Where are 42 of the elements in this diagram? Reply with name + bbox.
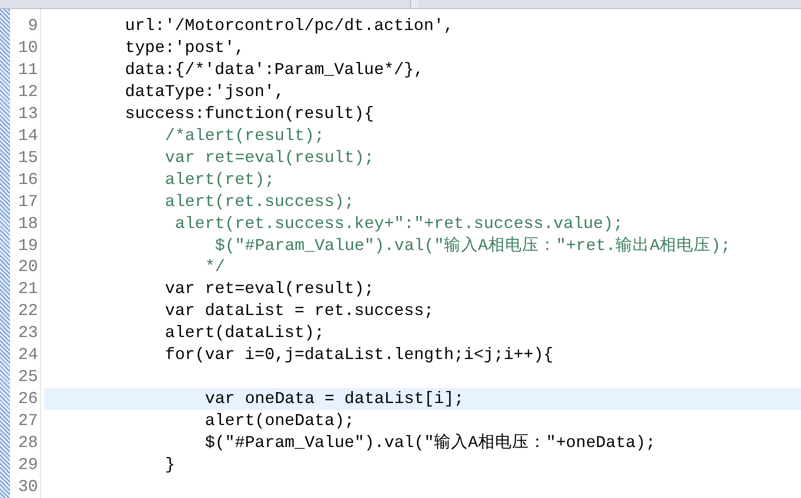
line-number: 11 — [17, 58, 38, 81]
code-line: data:{/*'data':Param_Value*/}, — [125, 58, 424, 81]
line-number: 28 — [17, 432, 38, 454]
code-line: dataType:'json', — [125, 80, 284, 103]
line-number: 14 — [17, 124, 38, 147]
line-number: 25 — [17, 366, 38, 388]
code-line: type:'post', — [125, 36, 244, 59]
line-number: 23 — [17, 322, 38, 344]
line-number: 29 — [17, 454, 38, 476]
line-number: 19 — [17, 234, 38, 256]
code-line: /*alert(result); — [165, 124, 324, 147]
code-line: alert(oneData); — [205, 410, 354, 432]
line-number: 9 — [27, 15, 38, 37]
line-number: 16 — [17, 168, 38, 191]
line-number: 15 — [17, 146, 38, 169]
line-number: 18 — [17, 212, 38, 235]
code-line: var dataList = ret.success; — [165, 300, 434, 322]
line-number: 27 — [17, 410, 38, 432]
line-number: 24 — [17, 344, 38, 366]
line-number: 26 — [17, 388, 38, 410]
code-line: $("#Param_Value").val("输入A相电压："+ret.输出A相电压); — [215, 234, 731, 256]
code-line: */ — [205, 256, 225, 278]
line-number: 30 — [17, 476, 38, 498]
code-line: for(var i=0,j=dataList.length;i<j;i++){ — [165, 344, 554, 366]
code-line: alert(ret); — [165, 168, 275, 191]
code-line: alert(ret.success.key+":"+ret.success.value); — [175, 212, 624, 235]
line-number: 20 — [17, 256, 38, 278]
line-number: 21 — [17, 278, 38, 300]
line-number: 22 — [17, 300, 38, 322]
code-line: var oneData = dataList[i]; — [205, 388, 464, 410]
line-number: 10 — [17, 36, 38, 59]
code-line: url:'/Motorcontrol/pc/dt.action', — [125, 15, 454, 37]
code-line: alert(ret.success); — [165, 190, 354, 213]
line-number: 13 — [17, 102, 38, 125]
code-line: var ret=eval(result); — [165, 278, 374, 300]
code-line: } — [165, 454, 175, 476]
code-line: alert(dataList); — [165, 322, 324, 344]
code-line: var ret=eval(result); — [165, 146, 374, 169]
code-line: $("#Param_Value").val("输入A相电压："+oneData); — [205, 432, 656, 454]
code-line: success:function(result){ — [125, 102, 374, 125]
line-number: 12 — [17, 80, 38, 103]
line-number: 17 — [17, 190, 38, 213]
